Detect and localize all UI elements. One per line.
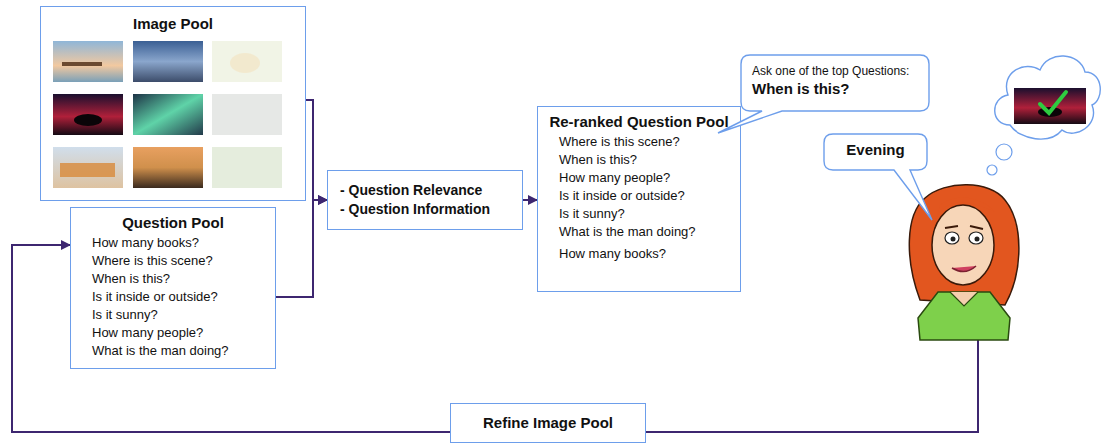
box-text: What is the man doing? [92,342,267,360]
box-text: What is the man doing? [559,223,732,241]
box-text: When is this? [559,151,732,169]
box-heading: Image Pool [49,15,297,33]
box-text: How many people? [92,324,267,342]
box-text: Is it inside or outside? [92,288,267,306]
box-text: How many books? [92,234,267,252]
box-text: Is it sunny? [559,205,732,223]
flow-arrow [523,199,537,201]
box-text: Is it inside or outside? [559,187,732,205]
box-text: Where is this scene? [92,252,267,270]
refine-box: Refine Image Pool [450,403,646,443]
box-text: - Question Relevance [340,181,510,200]
reranked-pool-box: Re-ranked Question PoolWhere is this sce… [537,106,741,292]
flow-arrow [306,100,327,200]
box-text: How many books? [559,245,732,263]
box-text: Where is this scene? [559,133,732,151]
bubble-shape [824,134,932,220]
box-heading: Evening [833,141,918,159]
answer-bubble: Evening [823,133,928,171]
box-text: When is this? [92,270,267,288]
box-text: Is it sunny? [92,306,267,324]
box-text: Ask one of the top Questions: [752,62,918,80]
speech-bubble: Ask one of the top Questions:When is thi… [740,54,930,112]
image-pool-box: Image Pool [40,6,306,201]
box-text: - Question Information [340,200,510,219]
box-heading: Refine Image Pool [461,414,635,432]
flow-arrow [276,200,327,297]
box-heading: Re-ranked Question Pool [546,113,732,131]
question-pool-box: Question PoolHow many books?Where is thi… [70,207,276,369]
scoring-box: - Question Relevance- Question Informati… [327,170,523,230]
bubble-shape [718,55,929,133]
box-heading: Question Pool [79,214,267,232]
box-text: When is this? [752,80,918,98]
box-text: How many people? [559,169,732,187]
